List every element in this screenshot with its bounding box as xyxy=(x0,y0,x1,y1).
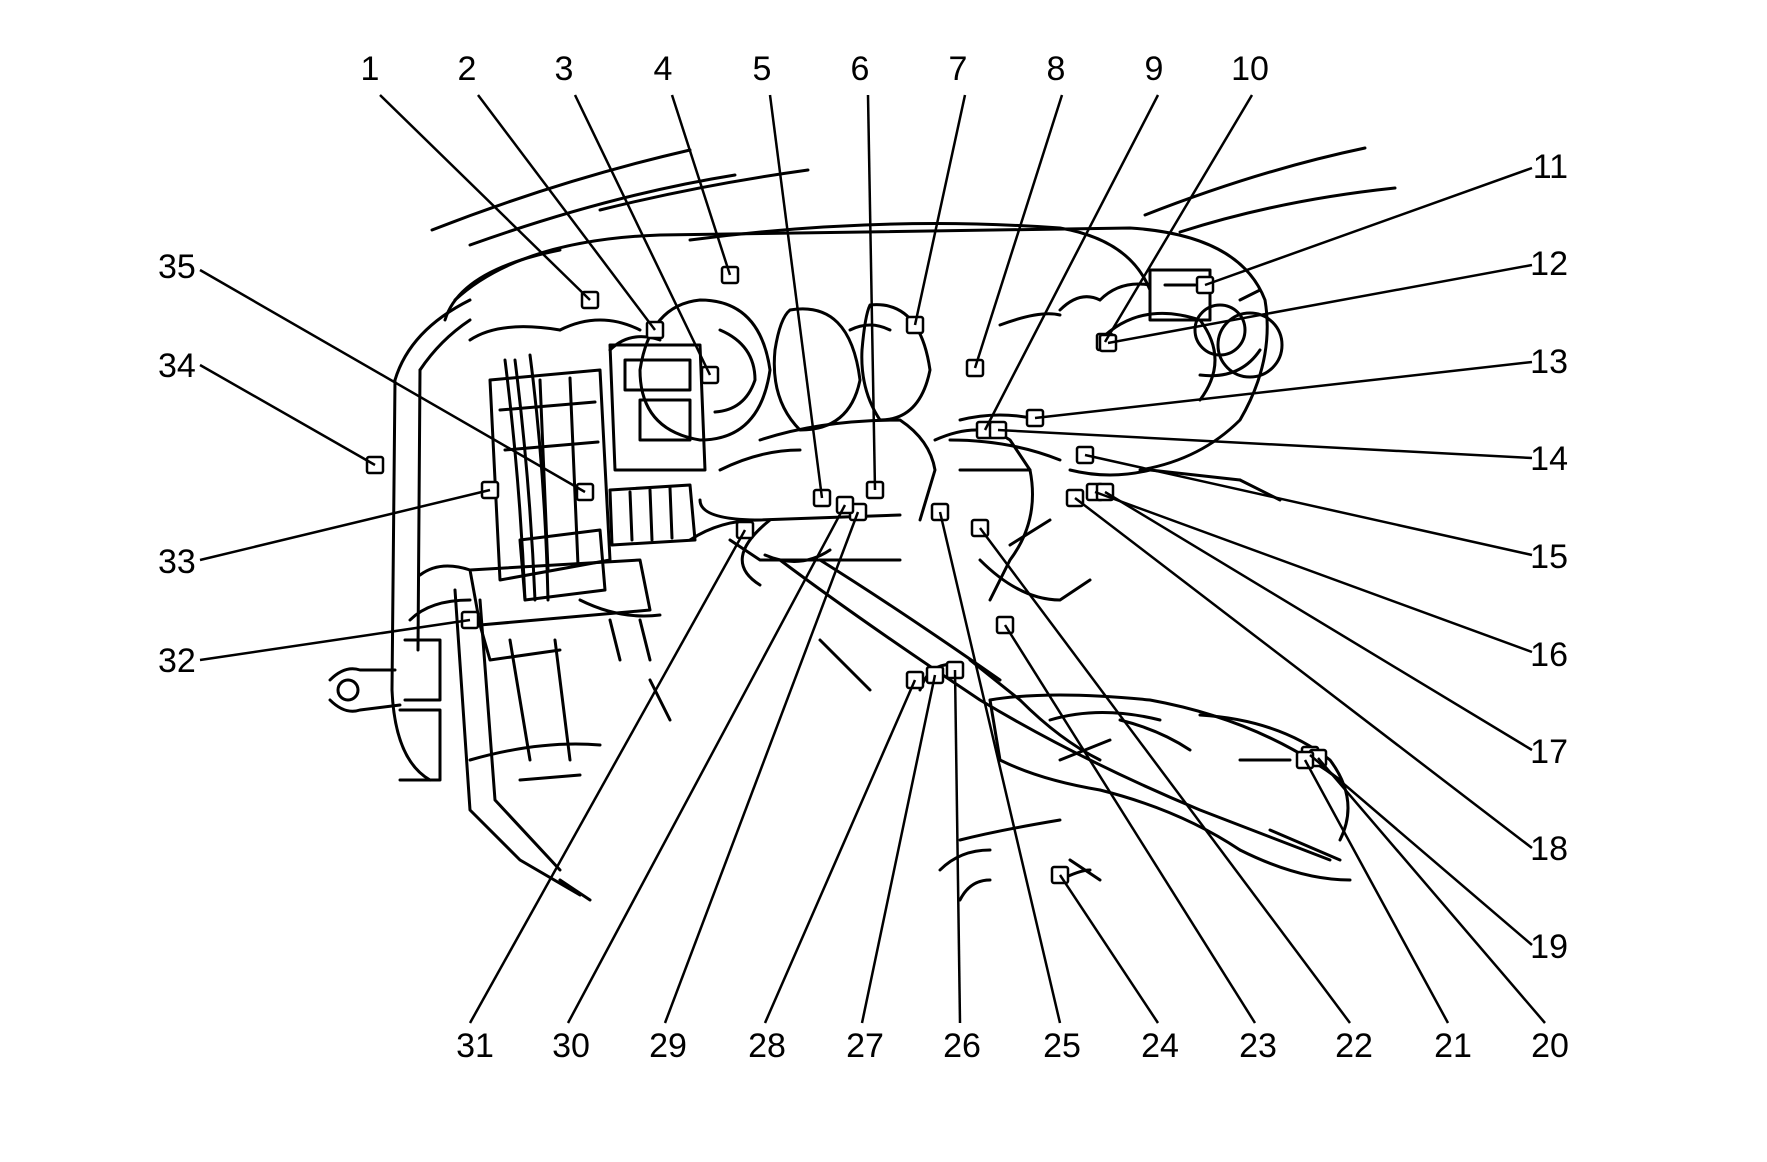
leader-line-1 xyxy=(379,94,591,301)
callout-8: 8 xyxy=(1047,50,1066,88)
leader-line-2 xyxy=(477,94,656,331)
callout-24: 24 xyxy=(1141,1027,1179,1065)
callout-14: 14 xyxy=(1530,440,1568,478)
leader-line-31 xyxy=(468,529,747,1024)
callout-9: 9 xyxy=(1145,50,1164,88)
leader-line-5 xyxy=(768,94,824,499)
leader-line-21 xyxy=(1303,759,1450,1024)
callout-20: 20 xyxy=(1531,1027,1569,1065)
callout-33: 33 xyxy=(158,543,196,581)
callout-21: 21 xyxy=(1434,1027,1472,1065)
instrument-panel-drawing xyxy=(328,146,1397,902)
callout-12: 12 xyxy=(1530,245,1568,283)
callout-30: 30 xyxy=(552,1027,590,1065)
leader-line-3 xyxy=(573,94,712,376)
leader-line-10 xyxy=(1103,94,1254,343)
callout-26: 26 xyxy=(943,1027,981,1065)
leader-line-24 xyxy=(1058,874,1160,1024)
callout-labels: 1 2 3 4 5 6 7 8 9 10 11 12 13 14 15 16 1… xyxy=(158,50,1569,1065)
callout-31: 31 xyxy=(456,1027,494,1065)
callout-1: 1 xyxy=(361,50,380,88)
callout-3: 3 xyxy=(555,50,574,88)
leader-line-23 xyxy=(1003,624,1257,1024)
leader-line-16 xyxy=(1094,490,1533,654)
callout-34: 34 xyxy=(158,347,196,385)
callout-13: 13 xyxy=(1530,343,1568,381)
callout-16: 16 xyxy=(1530,636,1568,674)
leader-line-14 xyxy=(997,428,1533,460)
leader-line-18 xyxy=(1074,497,1533,849)
leader-line-26 xyxy=(953,669,962,1024)
leader-line-28 xyxy=(763,679,917,1024)
callout-7: 7 xyxy=(949,50,968,88)
leader-line-22 xyxy=(978,527,1352,1024)
leader-line-20 xyxy=(1317,757,1546,1024)
callout-11: 11 xyxy=(1533,148,1568,186)
callout-10: 10 xyxy=(1231,50,1269,88)
leader-line-9 xyxy=(983,94,1160,431)
leader-line-30 xyxy=(566,504,847,1024)
leader-line-19 xyxy=(1309,754,1533,946)
callout-32: 32 xyxy=(158,642,196,680)
leader-line-33 xyxy=(199,488,491,562)
callout-35: 35 xyxy=(158,248,196,286)
callout-19: 19 xyxy=(1530,928,1568,966)
callout-25: 25 xyxy=(1043,1027,1081,1065)
leader-line-29 xyxy=(663,511,860,1024)
callout-17: 17 xyxy=(1530,733,1568,771)
callout-28: 28 xyxy=(748,1027,786,1065)
leader-line-35 xyxy=(199,268,586,494)
callout-4: 4 xyxy=(654,50,673,88)
callout-29: 29 xyxy=(649,1027,687,1065)
callout-18: 18 xyxy=(1530,830,1568,868)
leader-line-7 xyxy=(913,94,967,326)
leader-line-8 xyxy=(973,94,1064,369)
leader-line-6 xyxy=(866,94,877,491)
leader-line-12 xyxy=(1107,263,1533,345)
callout-5: 5 xyxy=(753,50,772,88)
leader-line-25 xyxy=(938,511,1062,1024)
leader-line-11 xyxy=(1204,166,1533,287)
callout-leader-lines xyxy=(199,94,1546,1024)
leader-line-27 xyxy=(860,674,937,1024)
callout-27: 27 xyxy=(846,1027,884,1065)
leader-line-13 xyxy=(1034,360,1533,420)
leader-line-15 xyxy=(1084,453,1533,557)
leader-line-32 xyxy=(199,618,471,662)
callout-22: 22 xyxy=(1335,1027,1373,1065)
callout-15: 15 xyxy=(1530,538,1568,576)
leader-line-34 xyxy=(199,363,376,467)
leader-line-4 xyxy=(670,94,732,276)
callout-23: 23 xyxy=(1239,1027,1277,1065)
leader-line-17 xyxy=(1104,490,1533,752)
callout-6: 6 xyxy=(851,50,870,88)
callout-2: 2 xyxy=(458,50,477,88)
